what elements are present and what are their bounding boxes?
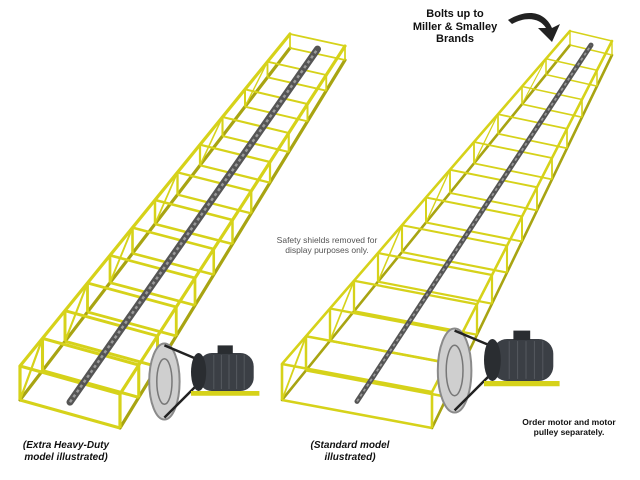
frame-crossbar — [497, 132, 568, 150]
drag-chain — [66, 45, 321, 406]
frame-crossbar — [19, 364, 121, 396]
curved-arrow-icon — [508, 13, 560, 42]
motor-body — [198, 353, 254, 391]
frame-crossbar — [199, 164, 271, 184]
frame-brace — [473, 113, 499, 164]
motor-mount — [191, 391, 260, 396]
motor-body — [492, 339, 554, 381]
frame-crossbar — [64, 309, 158, 338]
frame-crossbar — [244, 88, 308, 105]
frame-crossbar — [109, 281, 196, 307]
frame-crossbar — [154, 222, 233, 246]
frame-crossbar — [177, 171, 252, 193]
right-caption-line-1: (Standard model — [310, 440, 390, 451]
frame-crossbar — [132, 252, 215, 276]
frame-crossbar — [401, 224, 508, 247]
frame-crossbar — [449, 168, 538, 189]
right-model-caption: (Standard model illustrated) — [300, 440, 400, 463]
bolts-line-3: Brands — [436, 33, 474, 46]
frame-crossbar — [521, 85, 583, 101]
frame-crossbar — [473, 162, 553, 181]
motor-end — [191, 353, 207, 391]
frame-crossbar — [132, 226, 215, 251]
frame-crossbar — [42, 369, 140, 399]
bolts-up-callout: Bolts up to Miller & Smalley Brands — [400, 8, 510, 46]
junction-box — [217, 345, 233, 354]
motor-end — [484, 339, 501, 381]
pulley-groove — [445, 344, 464, 397]
frame-crossbar — [267, 60, 327, 76]
frame-crossbar — [154, 198, 233, 222]
frame-crossbar — [305, 369, 448, 399]
frame-crossbar — [222, 134, 289, 154]
order-line-1: Order motor and motor — [522, 417, 616, 427]
right-motor-icon — [436, 327, 560, 414]
frame-brace — [64, 282, 89, 342]
frame-crossbar — [497, 113, 568, 130]
frame-brace — [244, 61, 269, 107]
frame-crossbar — [281, 362, 433, 394]
safety-line-2: display purposes only. — [285, 244, 369, 255]
frame-brace — [199, 116, 224, 166]
frame-brace — [281, 335, 307, 401]
frame-crossbar — [545, 58, 598, 71]
frame-crossbar — [401, 251, 508, 274]
frame-crossbar — [569, 44, 613, 56]
frame-crossbar — [222, 115, 289, 135]
frame-brace — [154, 171, 179, 225]
frame-crossbar — [473, 141, 553, 159]
frame-crossbar — [377, 280, 493, 305]
bolts-line-1: Bolts up to — [426, 8, 484, 20]
frame-crossbar — [87, 281, 177, 309]
frame-brace — [425, 169, 451, 223]
motor-mount — [484, 381, 560, 387]
pulley-wheel-icon — [148, 342, 181, 421]
frame-crossbar — [87, 310, 177, 338]
left-caption-line-1: (Extra Heavy-Duty — [22, 440, 110, 451]
left-model-caption: (Extra Heavy-Duty model illustrated) — [6, 440, 126, 463]
frame-brace — [329, 280, 355, 342]
left-conveyor-heavy-duty — [18, 32, 347, 430]
right-caption-line-2: illustrated) — [324, 451, 376, 463]
frame-crossbar — [64, 339, 158, 369]
frame-brace — [109, 227, 134, 284]
frame-crossbar — [353, 279, 478, 306]
frame-crossbar — [569, 30, 613, 42]
left-motor-icon — [148, 342, 260, 421]
order-motor-note: Order motor and motor pulley separately. — [510, 417, 628, 438]
safety-shields-note: Safety shields removed for display purpo… — [262, 235, 392, 256]
frame-crossbar — [177, 193, 252, 215]
pulley-wheel-icon — [436, 327, 473, 414]
order-line-2: pulley separately. — [533, 426, 605, 437]
junction-box — [513, 330, 531, 341]
frame-crossbar — [42, 336, 140, 367]
frame-crossbar — [289, 33, 346, 47]
frame-crossbar — [425, 221, 523, 243]
frame-brace — [18, 337, 44, 401]
frame-crossbar — [521, 103, 583, 118]
frame-crossbar — [199, 143, 271, 164]
frame-crossbar — [449, 191, 538, 212]
frame-crossbar — [377, 251, 493, 277]
frame-crossbar — [329, 307, 463, 335]
safety-line-1: Safety shields removed for — [276, 235, 378, 245]
frame-crossbar — [109, 254, 196, 280]
frame-crossbar — [425, 196, 523, 218]
frame-crossbar — [545, 73, 598, 87]
left-caption-line-2: model illustrated) — [24, 451, 108, 463]
frame-brace — [377, 224, 403, 282]
frame-crossbar — [281, 398, 433, 430]
chain-links — [356, 44, 592, 402]
pulley-groove — [156, 357, 173, 406]
frame-brace — [521, 58, 547, 105]
frame-crossbar — [19, 398, 121, 430]
bolts-line-2: Miller & Smalley — [412, 20, 498, 33]
